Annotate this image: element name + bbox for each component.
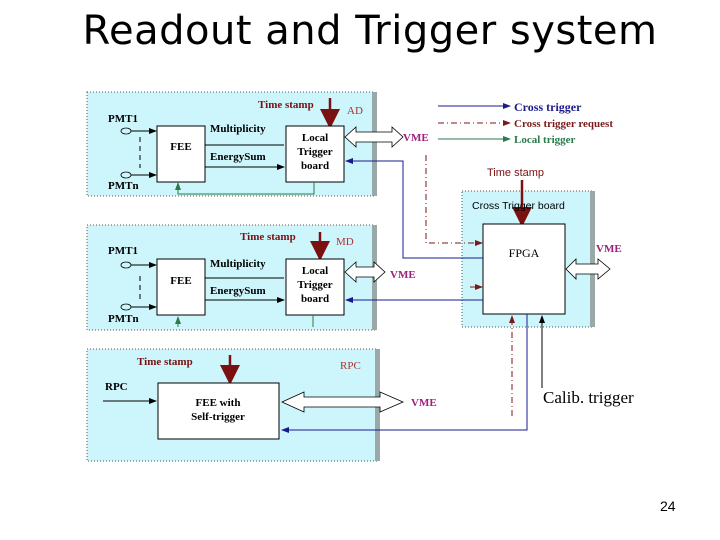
md-local-trigger-board [285,258,345,316]
ad-energysum-label: EnergySum [210,151,266,163]
md-panel: Time stamp MD PMT1 PMTn FEE Multiplicity… [86,224,416,331]
ad-local-trigger-board [285,125,345,183]
md-input-pmtn: PMTn [108,313,139,325]
legend-cross-trigger-request-label: Cross trigger request [514,118,613,130]
rpc-fee-label-2: Self-trigger [191,411,245,423]
rpc-fee-label-1: FEE with [196,397,241,409]
md-board-label-1: Local [302,265,328,277]
ad-cross-trigger-request-line [425,155,483,246]
md-vme-label: VME [390,269,416,281]
md-board-label-3: board [301,293,329,305]
ad-time-stamp-label: Time stamp [258,99,314,111]
ctb-vme-label: VME [596,243,622,255]
md-detector-label: MD [336,236,354,248]
ad-board-label-1: Local [302,132,328,144]
legend-cross-trigger-label: Cross trigger [514,100,582,114]
md-input-pmt1: PMT1 [108,245,138,257]
ad-board-label-3: board [301,160,329,172]
ctb-title: Cross Trigger board [472,200,565,212]
md-energysum-label: EnergySum [210,285,266,297]
rpc-panel: Time stamp RPC RPC FEE with Self-trigger… [86,348,437,462]
fpga-label: FPGA [509,246,540,260]
ad-cross-trigger-line [345,158,483,259]
ad-vme-label: VME [403,132,429,144]
fpga-box [482,223,566,315]
cross-trigger-board: Time stamp Cross Trigger board FPGA VME [461,167,622,328]
page-number: 24 [660,498,676,514]
ad-fee-label: FEE [170,141,191,153]
ad-input-pmt1: PMT1 [108,113,138,125]
legend: Cross trigger Cross trigger request Loca… [438,100,613,146]
rpc-input-label: RPC [105,381,128,393]
ad-detector-label: AD [347,105,363,117]
rpc-fee-box [157,382,280,440]
calib-trigger-label: Calib. trigger [543,388,634,407]
ad-local-trigger-feedback [175,182,315,195]
slide-title: Readout and Trigger system [82,8,658,54]
ctb-panel-edge [590,191,595,327]
ad-vme-arrow [344,126,404,148]
md-time-stamp-label: Time stamp [240,231,296,243]
ad-panel-edge [372,92,377,196]
ad-panel: Time stamp AD PMT1 PMTn FEE Multiplicity… [86,91,429,197]
ad-multiplicity-label: Multiplicity [210,123,266,135]
ad-board-label-2: Trigger [297,146,332,158]
ad-input-pmtn: PMTn [108,180,139,192]
ad-fee-box [156,125,206,183]
trigger-connections: Calib. trigger [281,155,634,433]
md-vme-arrow [344,261,386,283]
rpc-vme-arrow [281,391,405,413]
rpc-vme-label: VME [411,397,437,409]
ctb-vme-arrow [565,258,611,280]
md-multiplicity-label: Multiplicity [210,258,266,270]
md-fee-label: FEE [170,275,191,287]
md-board-label-2: Trigger [297,279,332,291]
rpc-time-stamp-label: Time stamp [137,356,193,368]
md-fee-box [156,258,206,316]
rpc-cross-trigger-line [281,314,528,433]
legend-local-trigger-label: Local trigger [514,134,576,146]
rpc-detector-label: RPC [340,360,361,372]
ctb-time-stamp-label: Time stamp [487,167,544,179]
